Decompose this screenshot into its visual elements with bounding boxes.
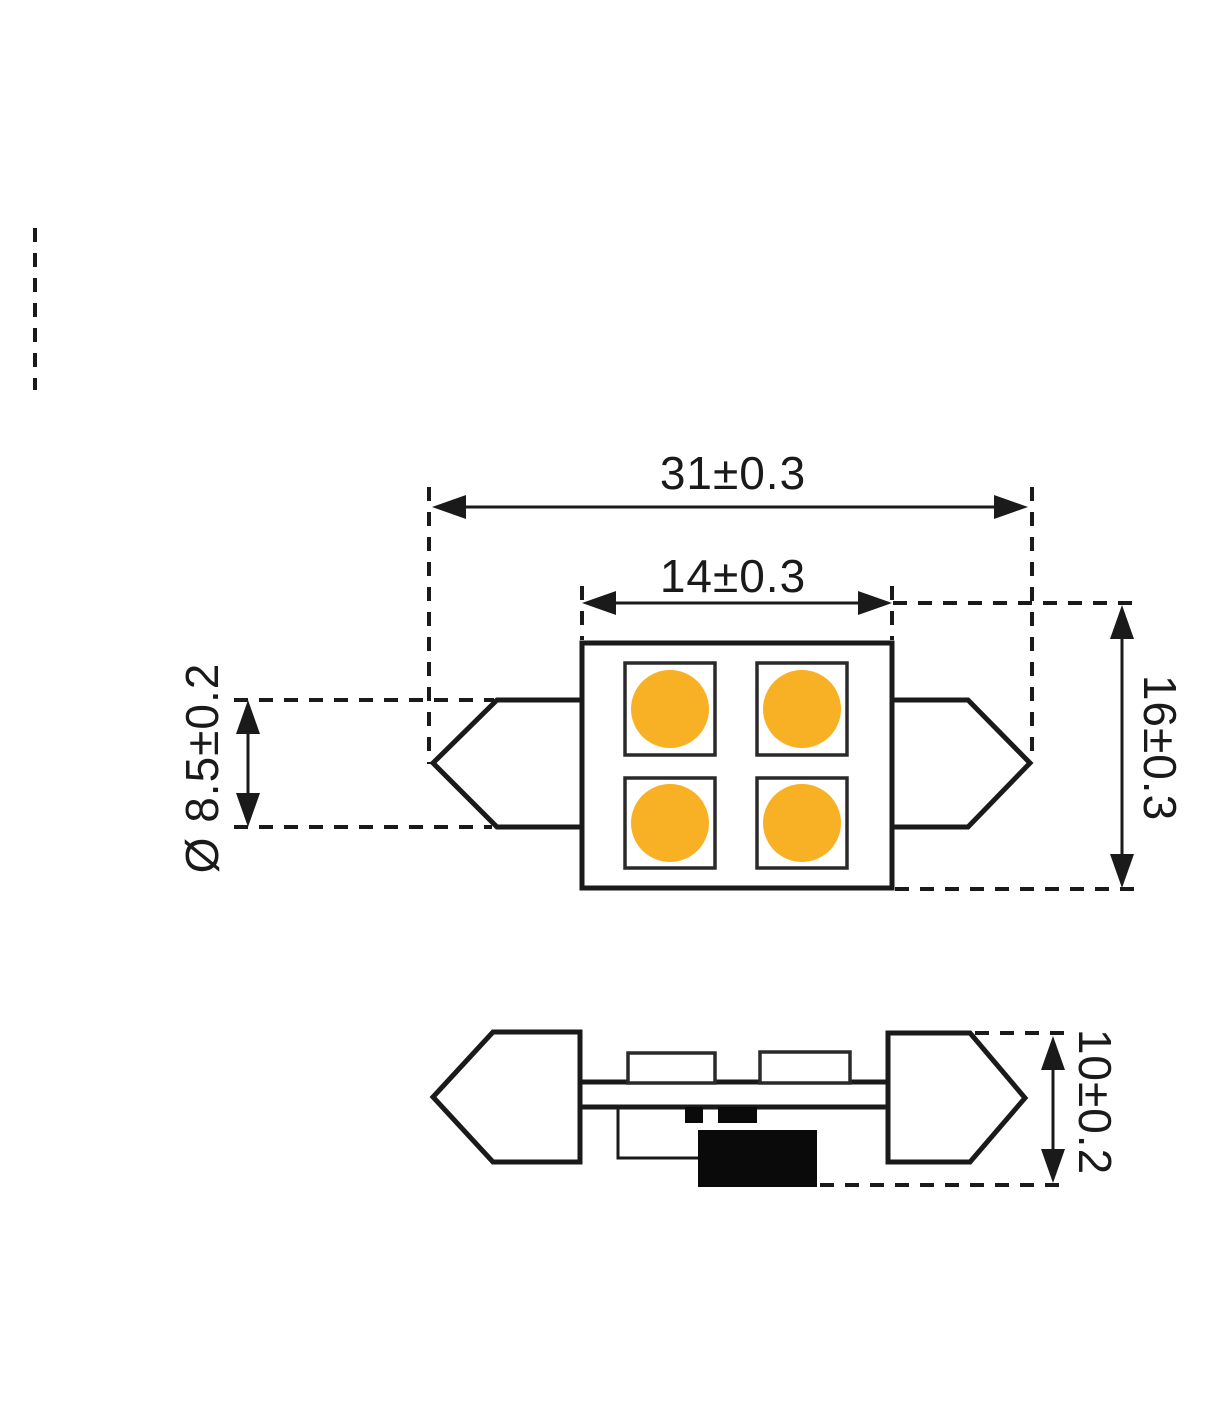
arrowhead-down (236, 793, 260, 827)
solder-pad (685, 1107, 703, 1123)
pcb-bar (575, 1079, 893, 1110)
led-chip (631, 670, 709, 748)
dimension-overall-length: 31±0.3 (432, 447, 1028, 519)
arrowhead-down (1041, 1149, 1065, 1183)
arrowhead-up (236, 700, 260, 734)
arrowhead-right (858, 591, 892, 615)
right-end-cap-side (885, 1030, 1029, 1165)
led-chip (631, 784, 709, 862)
dimension-label-body-height: 16±0.3 (1134, 675, 1186, 821)
arrowhead-down (1110, 854, 1134, 888)
arrowhead-left (582, 591, 616, 615)
dimension-label-cap-diameter: Ø 8.5±0.2 (176, 663, 228, 874)
driver-component (698, 1130, 817, 1187)
led-array (623, 661, 849, 870)
smd-component (758, 1050, 852, 1085)
led-chip (763, 784, 841, 862)
dimension-cap-diameter: Ø 8.5±0.2 (176, 663, 260, 874)
solder-pad (718, 1107, 757, 1123)
dimension-body-height: 16±0.3 (1110, 605, 1186, 888)
dimension-emitter-width: 14±0.3 (582, 550, 892, 615)
dimension-label-overall-length: 31±0.3 (660, 447, 806, 499)
arrowhead-right (994, 495, 1028, 519)
dimension-label-profile-height: 10±0.2 (1069, 1029, 1121, 1175)
dimension-profile-height: 10±0.2 (1041, 1029, 1121, 1183)
led-chip (763, 670, 841, 748)
arrowhead-up (1110, 605, 1134, 639)
left-end-cap (429, 697, 582, 830)
right-end-cap (892, 697, 1034, 830)
side-view: 10±0.2 (429, 1029, 1121, 1187)
arrowhead-left (432, 495, 466, 519)
top-view: 31±0.3 14±0.3 16±0.3 Ø 8.5±0.2 (176, 447, 1186, 891)
left-end-cap-side (429, 1029, 583, 1165)
underside-outline (616, 1107, 700, 1160)
arrowhead-up (1041, 1036, 1065, 1070)
dimension-label-emitter-width: 14±0.3 (660, 550, 806, 602)
smd-component (626, 1051, 717, 1085)
